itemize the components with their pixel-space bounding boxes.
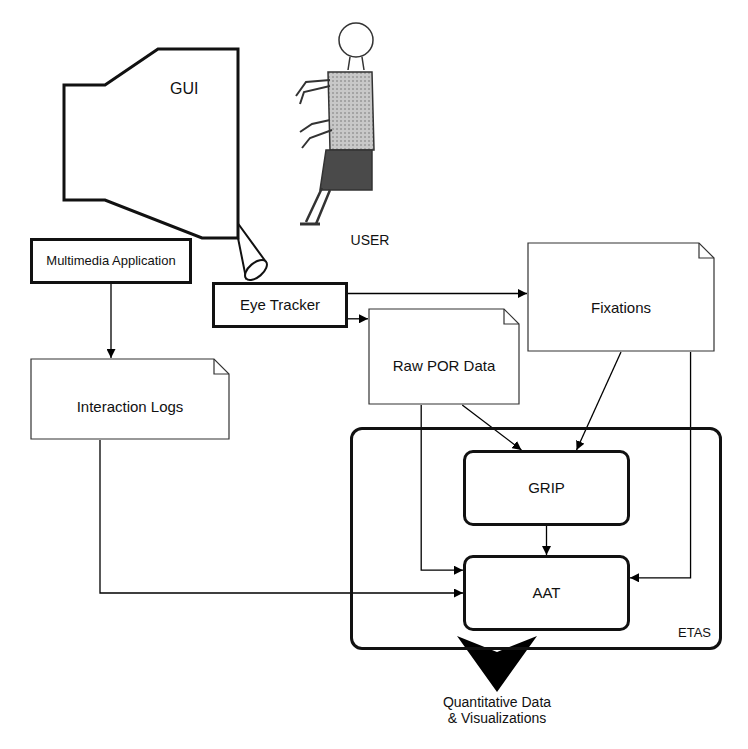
output-arrowhead xyxy=(457,636,537,692)
node-text: Interaction Logs xyxy=(77,398,184,416)
flow-arrow xyxy=(348,318,368,319)
node-text: Fixations xyxy=(591,299,651,317)
flow-arrow xyxy=(546,526,547,555)
flow-arrow xyxy=(577,352,621,450)
data-document: Fixations xyxy=(527,242,715,352)
document-outline xyxy=(368,308,520,405)
module-box: GRIP xyxy=(463,450,630,526)
document-fold xyxy=(214,359,229,374)
node-text: ETAS xyxy=(678,625,711,641)
document-outline xyxy=(527,242,715,352)
flow-arrow xyxy=(110,284,111,358)
gui-monitor: GUI xyxy=(62,47,240,240)
module-box: AAT xyxy=(463,555,630,631)
flow-arrow xyxy=(630,352,691,578)
node-text: GUI xyxy=(170,79,198,98)
document-fold xyxy=(504,309,519,324)
node-text: AAT xyxy=(532,584,560,602)
application-box: Multimedia Application xyxy=(30,238,192,284)
monitor-shape xyxy=(64,49,238,238)
data-document: Raw POR Data xyxy=(368,308,520,405)
document-shape xyxy=(528,243,714,351)
node-text: Raw POR Data xyxy=(393,357,496,375)
user-figure xyxy=(296,23,374,224)
document-shape xyxy=(31,359,229,439)
monitor-outline xyxy=(62,47,240,240)
log-document: Interaction Logs xyxy=(30,358,230,440)
user-label: USER xyxy=(340,232,400,248)
node-text: Eye Tracker xyxy=(240,296,320,314)
flow-arrow xyxy=(348,293,527,294)
document-fold xyxy=(699,243,714,258)
node-text: GRIP xyxy=(528,479,565,497)
device-box: Eye Tracker xyxy=(212,282,348,328)
system-group: ETAS GRIP AAT xyxy=(350,427,722,650)
output-label: Quantitative Data & Visualizations xyxy=(437,694,557,726)
document-shape xyxy=(369,309,519,404)
flow-arrow xyxy=(100,440,463,593)
node-text: Multimedia Application xyxy=(46,253,175,269)
